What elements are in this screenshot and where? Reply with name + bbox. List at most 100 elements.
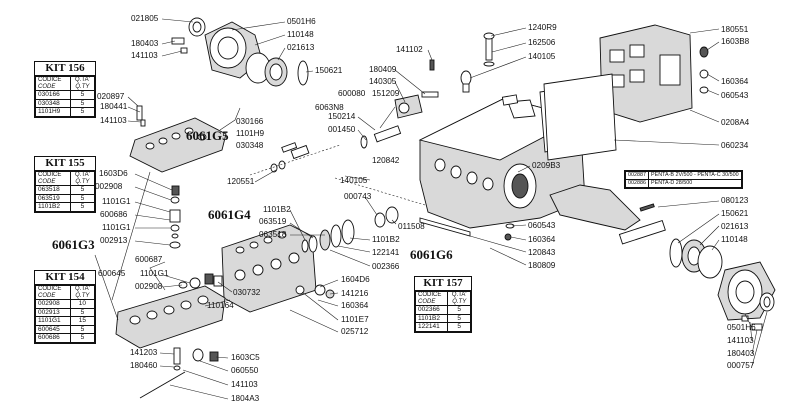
part-label: 1804A3	[231, 394, 260, 403]
part-label: 141103	[131, 51, 158, 60]
part-label: 060234	[721, 141, 749, 150]
part-label: 141103	[231, 380, 258, 389]
part-label: 020897	[97, 92, 125, 101]
part-label: 1240R9	[528, 23, 557, 32]
part-label: 0209B3	[532, 161, 561, 170]
part-label: 180551	[721, 25, 749, 34]
plunger-seal-stack	[249, 142, 341, 176]
part-label: 021613	[287, 43, 315, 52]
kit-header-qty: Q.TA'Q.TY	[447, 291, 471, 306]
part-label: 060543	[721, 91, 749, 100]
part-label: 120551	[227, 177, 255, 186]
crankshaft	[549, 184, 666, 245]
bearing-cover-assembly-top	[171, 17, 309, 87]
part-label: 060543	[528, 221, 556, 230]
part-label: 1603B8	[721, 37, 750, 46]
part-label: 110164	[207, 301, 234, 310]
part-label: 122141	[372, 248, 400, 257]
part-label: 150621	[315, 66, 343, 75]
part-label: 1101G1	[102, 223, 131, 232]
part-label: 030166	[236, 117, 264, 126]
part-label: 021805	[131, 14, 159, 23]
part-label: 120843	[528, 248, 556, 257]
manifold-6061G5	[129, 105, 227, 173]
part-label: 001450	[328, 125, 356, 134]
part-label: 120842	[372, 156, 400, 165]
part-label: 080123	[721, 196, 749, 205]
part-label: 063518	[259, 230, 287, 239]
part-label: 110148	[721, 235, 748, 244]
part-label: 002908	[135, 282, 163, 291]
part-label: 011508	[398, 222, 425, 231]
part-label: 002908	[95, 182, 123, 191]
part-label: 063519	[259, 217, 287, 226]
part-label: 600687	[135, 255, 163, 264]
part-label: 141216	[341, 289, 369, 298]
part-label: 1604D6	[341, 275, 370, 284]
part-label: 600645	[98, 269, 126, 278]
part-label: 140305	[369, 77, 397, 86]
part-label: 141102	[396, 45, 423, 54]
part-label: 0501H6	[287, 17, 316, 26]
leader-lines	[94, 18, 768, 400]
part-label: 025712	[341, 327, 369, 336]
part-label: 141103	[727, 336, 754, 345]
part-label: 160364	[528, 235, 556, 244]
bearing-cover-assembly-bottom	[669, 238, 776, 331]
manifold-6061G4	[169, 185, 355, 313]
group-label-6061G3: 6061G3	[52, 237, 95, 252]
group-label-6061G4: 6061G4	[208, 207, 251, 222]
part-label: 1603D6	[99, 169, 128, 178]
part-label: 1101G1	[102, 197, 131, 206]
part-label: 0501H6	[727, 323, 756, 332]
part-label: 141203	[130, 348, 158, 357]
part-label: 180403	[131, 39, 159, 48]
kit-title: KIT 155	[35, 157, 95, 171]
part-label: 0208A4	[721, 118, 750, 127]
part-label: 030348	[236, 141, 264, 150]
part-label: 1101G1	[140, 269, 169, 278]
kit-header-qty: Q.TA'Q.TY	[69, 285, 96, 300]
part-label: 030732	[233, 288, 261, 297]
kit-header-qty: Q.TA'Q.TY	[69, 171, 96, 186]
part-label: 180460	[130, 361, 158, 370]
part-label: 1101H9	[236, 129, 265, 138]
part-label: 1101B2	[372, 235, 400, 244]
manifold-6061G3	[115, 285, 226, 399]
part-label: 150621	[721, 209, 749, 218]
part-label: 151209	[372, 89, 400, 98]
part-label: 180441	[100, 102, 128, 111]
rear-cover-gasket	[539, 24, 709, 161]
part-label: 000743	[344, 192, 372, 201]
part-label: 1101E7	[341, 315, 369, 324]
part-label: 110148	[287, 30, 314, 39]
group-label-6061G6: 6061G6	[410, 247, 453, 262]
part-label: 1101B2	[263, 205, 291, 214]
part-label: 021613	[721, 222, 749, 231]
part-label: 140105	[528, 52, 556, 61]
group-label-6063N8: 6063N8	[315, 103, 344, 112]
group-label-6061G5: 6061G5	[186, 128, 229, 143]
part-label: 150214	[328, 112, 356, 121]
